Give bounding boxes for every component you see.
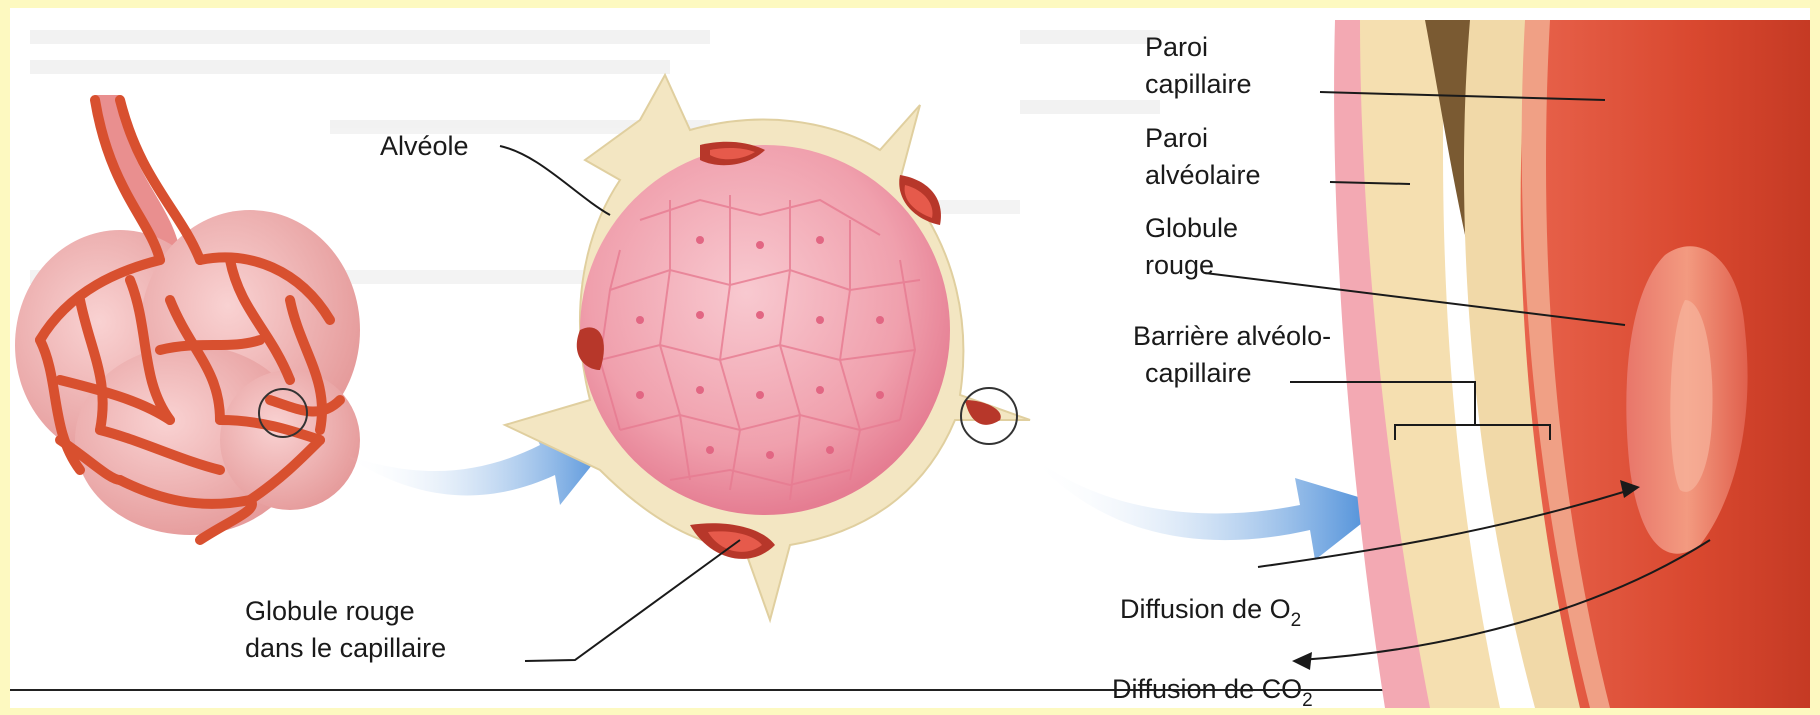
label-barriere-2: capillaire xyxy=(1145,358,1252,388)
label-paroi-capillaire-2: capillaire xyxy=(1145,69,1252,99)
label-barriere-1: Barrière alvéolo- xyxy=(1133,321,1331,351)
label-globule-capillaire-2: dans le capillaire xyxy=(245,633,446,663)
label-globule-rouge-1: Globule xyxy=(1145,213,1238,243)
label-globule-capillaire-1: Globule rouge xyxy=(245,596,415,626)
label-paroi-capillaire-1: Paroi xyxy=(1145,32,1208,62)
label-paroi-alveolaire-1: Paroi xyxy=(1145,123,1208,153)
label-paroi-alveolaire-2: alvéolaire xyxy=(1145,160,1261,190)
label-globule-rouge-2: rouge xyxy=(1145,250,1214,280)
barrier-closeup-illustration xyxy=(1334,20,1810,708)
label-alveole: Alvéole xyxy=(380,131,469,161)
